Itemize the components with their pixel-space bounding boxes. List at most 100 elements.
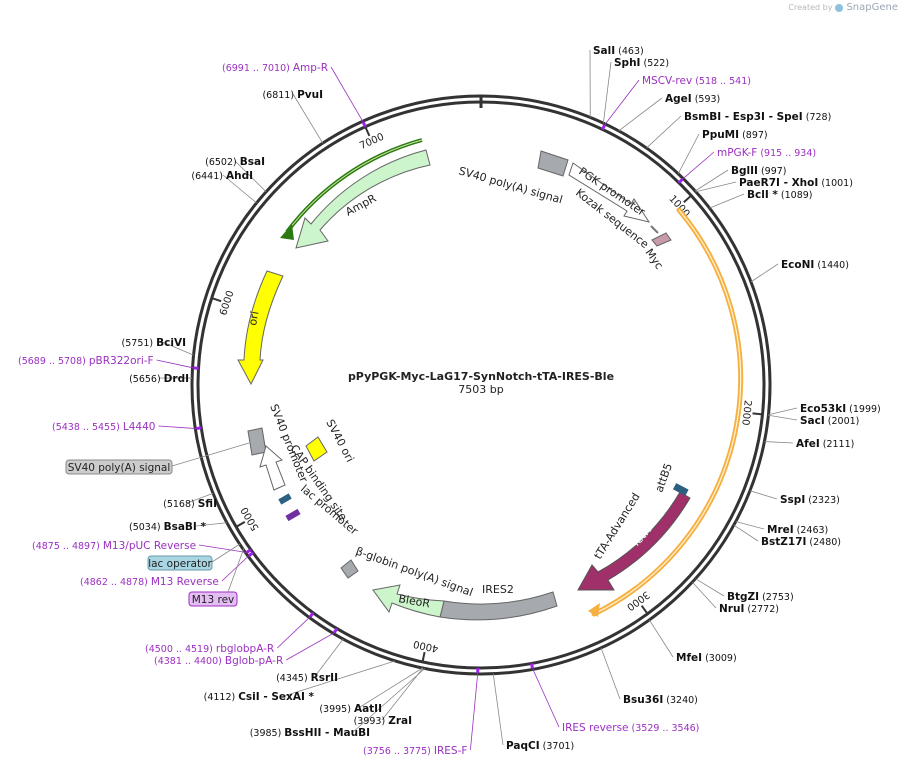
site-leader-lines <box>159 50 797 745</box>
site-label-8: EcoNI (1440) <box>781 259 849 271</box>
tick-mark-3000 <box>642 606 648 614</box>
primer-label-8: (5438 .. 5455) L4440 <box>52 421 155 433</box>
label-ires2: IRES2 <box>482 583 514 596</box>
primer-tick-10 <box>363 122 365 127</box>
site-label-1: SphI (522) <box>614 57 669 69</box>
label-myc: Myc <box>643 246 666 272</box>
site-leader-21 <box>382 668 423 720</box>
site-number: (3009) <box>702 653 737 664</box>
primer-range: (5689 .. 5708) <box>18 356 89 367</box>
orf-band-arc <box>594 210 741 614</box>
site-name: SacI <box>800 415 825 427</box>
site-number: (463) <box>615 46 644 57</box>
brand-app-name: SnapGene <box>846 2 898 13</box>
primer-range: (518 .. 541) <box>692 76 751 87</box>
primer-tick-5 <box>310 613 313 617</box>
leader-sv40-polya-box <box>172 443 249 466</box>
site-label-31: (6811) PvuI <box>262 89 323 101</box>
site-label-3: BsmBI - Esp3I - SpeI (728) <box>684 111 831 123</box>
label-bglobin: β-globin poly(A) signal <box>354 545 475 600</box>
site-label-10: SacI (2001) <box>800 415 859 427</box>
site-number: (2480) <box>806 537 841 548</box>
tick-label-7000: 7000 <box>358 132 386 152</box>
site-name: SspI <box>780 494 805 506</box>
site-leader-10 <box>768 415 797 420</box>
tick-mark-7000 <box>365 127 369 136</box>
site-leader-7 <box>710 194 744 208</box>
boxed-label-lac-operator: lac operator <box>148 556 212 570</box>
site-label-23: (4112) CsiI - SexAI * <box>204 691 315 703</box>
tick-label-6000: 6000 <box>218 289 236 317</box>
ampr-dark-arrowhead <box>280 224 294 240</box>
primer-range: (4862 .. 4878) <box>80 577 151 588</box>
kozak-marker <box>651 226 658 233</box>
site-name: CsiI <box>238 691 259 703</box>
site-number: (6502) <box>205 157 240 168</box>
primer-tick-7 <box>247 550 251 553</box>
site-label-15: BtgZI (2753) <box>727 591 794 603</box>
tick-label-4000: 4000 <box>412 638 439 654</box>
site-number: (2772) <box>744 604 779 615</box>
site-number: (997) <box>758 166 787 177</box>
site-leader-15 <box>695 579 724 596</box>
primer-label-3: (3756 .. 3775) IRES-F <box>363 745 467 757</box>
site-name: Eco53kI <box>800 403 846 415</box>
site-leader-14 <box>734 525 758 541</box>
primer-label-1: mPGK-F (915 .. 934) <box>717 147 816 159</box>
primer-name: rbglobpA-R <box>216 643 274 655</box>
site-label-14: BstZ17I (2480) <box>761 536 841 548</box>
site-name-extra: - Esp3I <box>721 111 765 123</box>
primer-range: (915 .. 934) <box>757 148 816 159</box>
ori-arrow <box>238 271 283 384</box>
site-name: BtgZI <box>727 591 759 603</box>
leader-m13-rev <box>228 548 244 592</box>
primer-range: (3756 .. 3775) <box>363 746 434 757</box>
snapgene-brand: Created by SnapGene <box>788 2 898 13</box>
primer-tick-6 <box>249 553 253 556</box>
site-number: (1999) <box>846 404 881 415</box>
site-label-11: AfeI (2111) <box>796 438 854 450</box>
site-name: PpuMI <box>702 129 739 141</box>
site-leader-1 <box>603 62 611 123</box>
label-ori: ori <box>246 310 261 326</box>
primer-tick-2 <box>532 663 533 668</box>
site-name: BglII <box>731 165 758 177</box>
site-name: BsaI <box>240 156 265 168</box>
primer-range: (5438 .. 5455) <box>52 422 123 433</box>
site-name-extra: - SpeI <box>765 111 803 123</box>
primer-name: MSCV-rev <box>642 75 692 87</box>
site-name: MreI <box>767 524 794 536</box>
tick-mark-1000 <box>684 196 691 203</box>
primer-leader-2 <box>532 668 559 727</box>
site-number: (728) <box>803 112 832 123</box>
site-label-6: PaeR7I - XhoI (1001) <box>739 177 853 189</box>
site-number: (2753) <box>759 592 794 603</box>
site-leader-18 <box>601 648 620 699</box>
label-bleor: BleoR <box>397 592 431 610</box>
boxed-text-sv40-polya: SV40 poly(A) signal <box>68 462 171 474</box>
primer-leader-9 <box>157 360 194 368</box>
site-name: SalI <box>593 45 615 57</box>
primer-label-4: (4381 .. 4400) Bglob-pA-R <box>154 655 283 667</box>
site-name: AatII <box>354 703 382 715</box>
primer-name: Amp-R <box>293 62 328 74</box>
site-leader-2 <box>619 98 662 131</box>
site-label-22: (3995) AatII <box>319 703 382 715</box>
primer-label-6: (4862 .. 4878) M13 Reverse <box>80 576 219 588</box>
bglobin-polya-box <box>341 560 358 578</box>
site-label-2: AgeI (593) <box>665 93 720 105</box>
site-number: (2463) <box>794 525 829 536</box>
primer-tick-0 <box>603 125 605 130</box>
boxed-text-m13-rev: M13 rev <box>192 594 235 606</box>
site-number: (5656) <box>129 374 164 385</box>
ires2-arrow <box>440 592 557 620</box>
site-name: AgeI <box>665 93 692 105</box>
tick-mark-2000 <box>753 413 763 414</box>
tick-label-5000: 5000 <box>239 505 261 533</box>
site-number: (3993) <box>354 716 389 727</box>
site-label-24: (4345) RsrII <box>276 672 338 684</box>
site-name: PvuI <box>297 89 323 101</box>
primer-range: (6991 .. 7010) <box>222 63 293 74</box>
site-number: (897) <box>739 130 768 141</box>
